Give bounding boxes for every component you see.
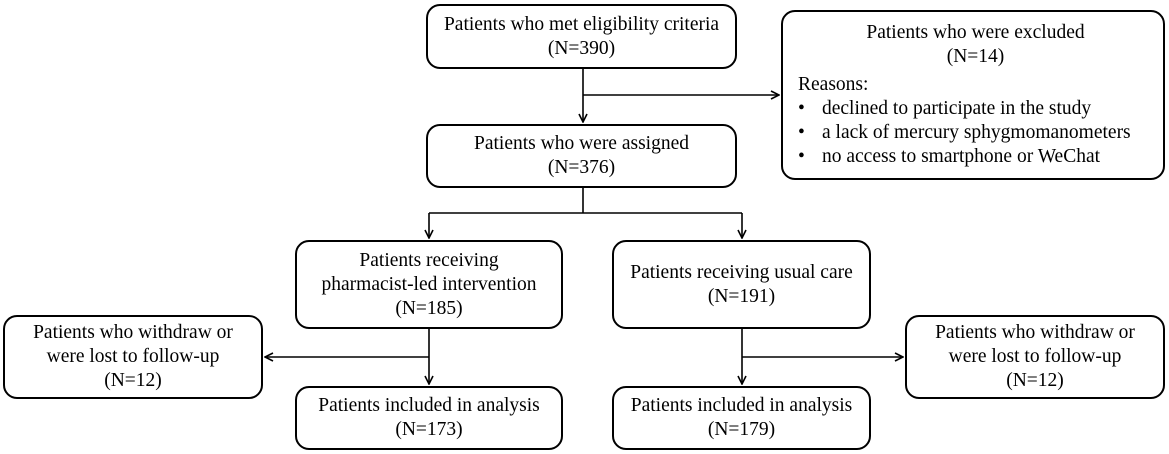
exclusion-reasons-list: declined to participate in the study a l… xyxy=(798,97,1153,169)
assigned-count: (N=376) xyxy=(547,157,616,178)
exclusion-reason: a lack of mercury sphygmomanometers xyxy=(798,121,1153,145)
assigned-patients-box: Patients who were assigned (N=376) xyxy=(426,124,737,188)
analysis-right-box: Patients included in analysis (N=179) xyxy=(612,386,871,450)
exclusion-reason: no access to smartphone or WeChat xyxy=(798,145,1153,169)
pharmacist-count: (N=185) xyxy=(395,297,463,319)
eligible-patients-box: Patients who met eligibility criteria (N… xyxy=(426,4,737,69)
usual-care-title: Patients receiving usual care xyxy=(630,261,853,283)
withdraw-left-count: (N=12) xyxy=(104,370,162,391)
eligible-title: Patients who met eligibility criteria xyxy=(443,13,720,35)
excluded-title: Patients who were excluded xyxy=(866,22,1085,43)
pharmacist-intervention-box: Patients receiving pharmacist-led interv… xyxy=(295,240,563,329)
pharmacist-title-line1: Patients receiving xyxy=(359,249,499,271)
withdraw-left-line1: Patients who withdraw or xyxy=(33,322,233,343)
withdraw-right-box: Patients who withdraw or were lost to fo… xyxy=(905,315,1165,399)
analysis-left-count: (N=173) xyxy=(395,419,463,440)
withdraw-left-line2: were lost to follow-up xyxy=(46,346,220,367)
analysis-left-box: Patients included in analysis (N=173) xyxy=(295,386,563,450)
pharmacist-title-line2: pharmacist-led intervention xyxy=(321,273,537,295)
analysis-right-title: Patients included in analysis xyxy=(630,395,853,416)
analysis-right-count: (N=179) xyxy=(707,419,776,440)
assigned-title: Patients who were assigned xyxy=(474,133,689,154)
exclusion-reason: declined to participate in the study xyxy=(798,97,1153,121)
withdraw-right-line2: were lost to follow-up xyxy=(948,346,1122,367)
usual-care-count: (N=191) xyxy=(707,285,776,307)
excluded-patients-box: Patients who were excluded (N=14) Reason… xyxy=(781,10,1165,180)
excluded-count: (N=14) xyxy=(946,46,1005,67)
usual-care-box: Patients receiving usual care (N=191) xyxy=(612,240,871,329)
analysis-left-title: Patients included in analysis xyxy=(318,395,540,416)
reasons-label: Reasons: xyxy=(798,74,869,95)
withdraw-left-box: Patients who withdraw or were lost to fo… xyxy=(3,315,263,399)
eligible-count: (N=390) xyxy=(547,37,616,59)
withdraw-right-line1: Patients who withdraw or xyxy=(935,322,1135,343)
withdraw-right-count: (N=12) xyxy=(1006,370,1064,391)
